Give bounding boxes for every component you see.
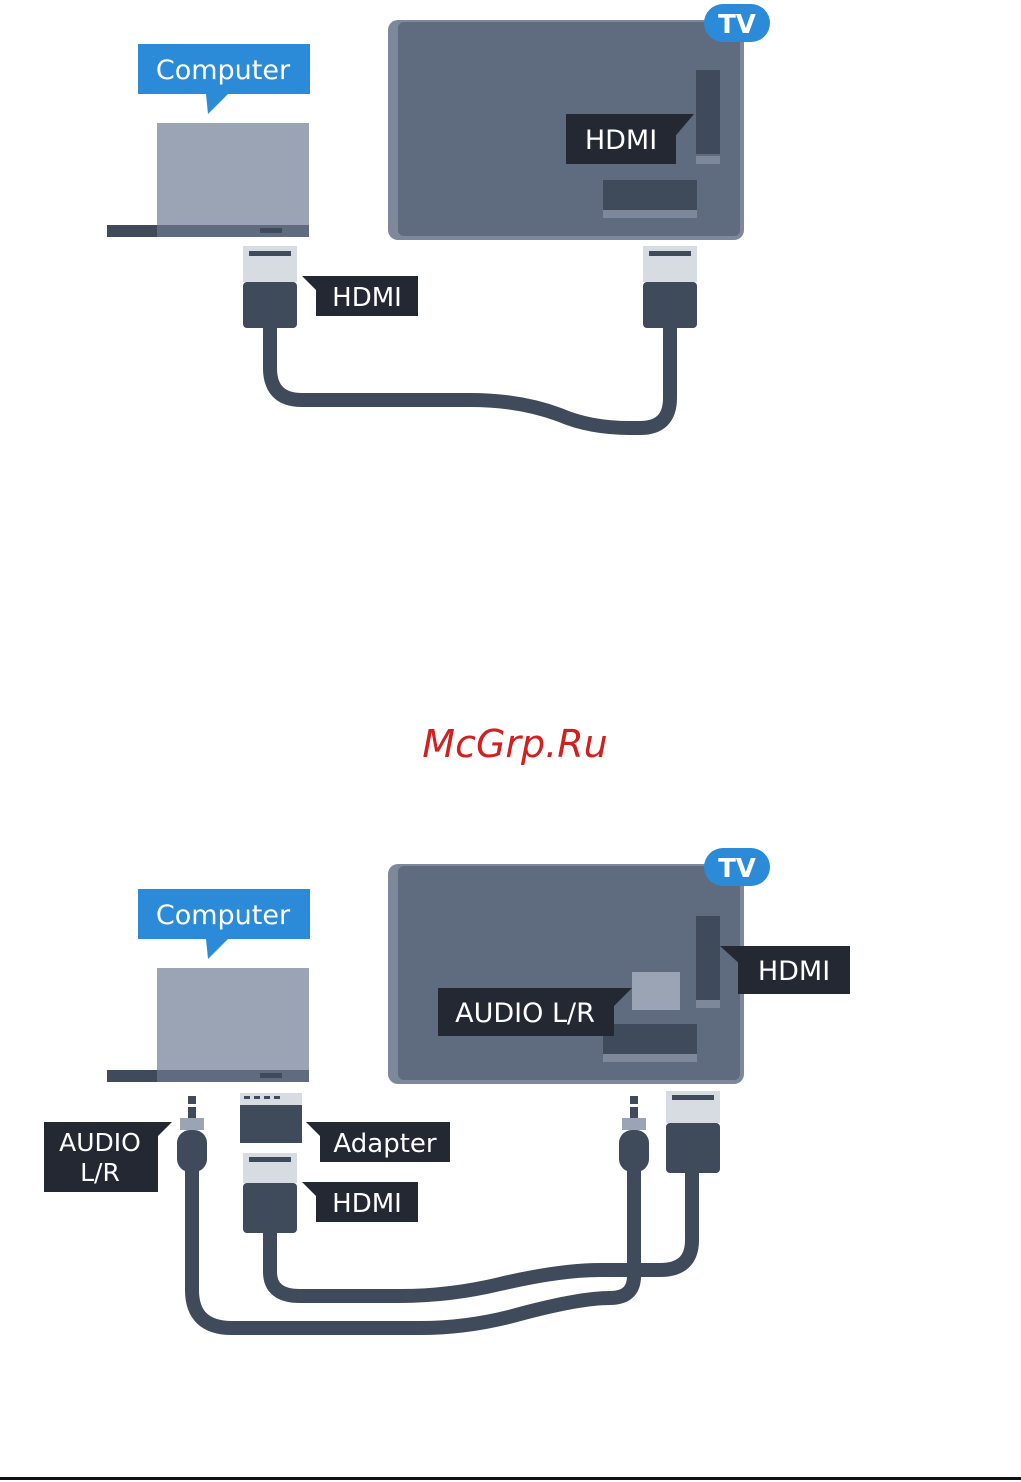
tv-hdmi-label-text: HDMI [585, 125, 657, 156]
cable-hdmi-label-text: HDMI [332, 283, 402, 313]
cable-audio-label-line2: L/R [80, 1158, 120, 1187]
tv-audio-label: AUDIO L/R [438, 988, 632, 1036]
audio-jack-left [177, 1096, 207, 1172]
cable-audio-label-line1: AUDIO [59, 1128, 141, 1157]
computer-label-text: Computer [156, 55, 291, 86]
tv-hdmi-label-text: HDMI [758, 956, 830, 987]
tv-hdmi-label: HDMI [566, 114, 694, 164]
laptop-screen [157, 123, 309, 225]
tv-audio-port [632, 972, 680, 1010]
tv-hdmi-port [696, 916, 720, 1000]
diagram-hdmi-connection: TV HDMI Computer [107, 4, 770, 428]
tv-badge: TV [704, 848, 770, 886]
page-bottom-rule [0, 1477, 1021, 1480]
tv-set [388, 864, 744, 1084]
cable-hdmi-label: HDMI [302, 1182, 418, 1222]
laptop-base [157, 225, 309, 237]
computer-callout: Computer [138, 44, 310, 114]
tv-badge: TV [704, 4, 770, 42]
tv-badge-text: TV [718, 10, 756, 40]
audio-jack-right [619, 1096, 649, 1172]
tv-hdmi-label: HDMI [720, 946, 850, 994]
diagram-hdmi-audio-connection: TV HDMI AUDIO L/R Computer [44, 848, 850, 1328]
tv-badge-text: TV [718, 854, 756, 884]
hdmi-plug-right [666, 1091, 720, 1173]
watermark: McGrp.Ru [422, 722, 607, 766]
computer-callout: Computer [138, 889, 310, 959]
adapter-label-text: Adapter [333, 1129, 436, 1159]
laptop-screen [157, 968, 309, 1070]
adapter-label: Adapter [306, 1122, 450, 1162]
cable-hdmi-label: HDMI [302, 276, 418, 316]
tv-hdmi-port [696, 70, 720, 154]
tv-rear-panel [603, 1024, 697, 1054]
computer-label-text: Computer [156, 900, 291, 931]
laptop [107, 123, 309, 237]
cable-audio-label: AUDIO L/R [44, 1122, 172, 1192]
hdmi-plug-left [243, 246, 297, 328]
cable-hdmi-label-text: HDMI [332, 1189, 402, 1219]
hdmi-plug-left [243, 1153, 297, 1233]
laptop [107, 968, 309, 1082]
adapter [240, 1093, 302, 1143]
tv-audio-label-text: AUDIO L/R [455, 998, 595, 1029]
hdmi-plug-right [643, 246, 697, 328]
tv-rear-panel [603, 180, 697, 210]
hdmi-cable [270, 328, 670, 428]
laptop-base [157, 1070, 309, 1082]
